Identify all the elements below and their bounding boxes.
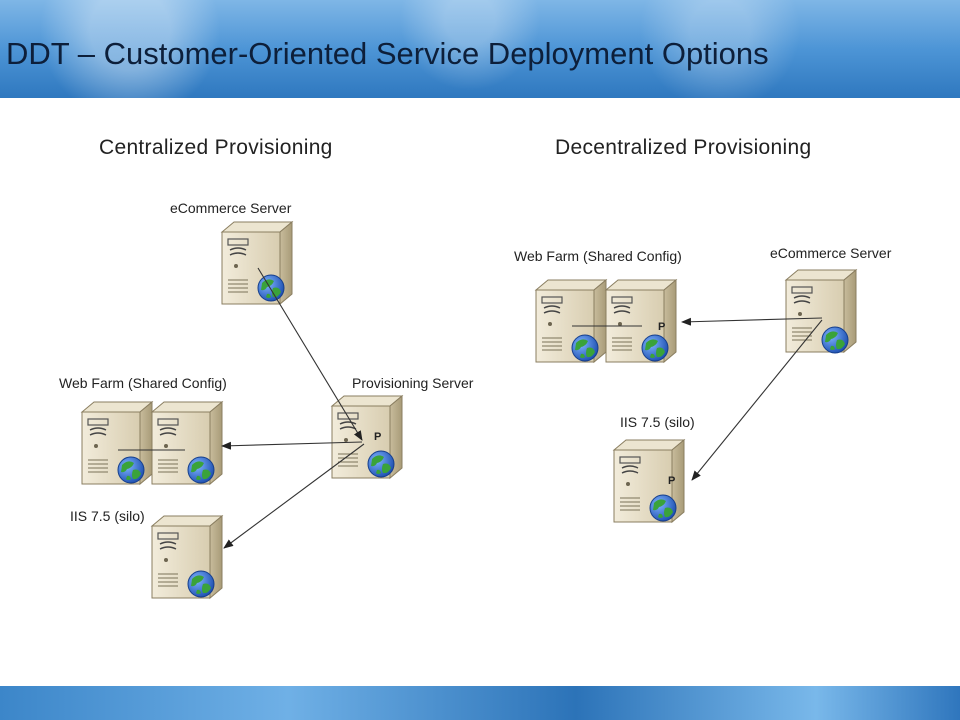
provisioning-badge: P	[374, 431, 381, 443]
decentralized-heading: Decentralized Provisioning	[555, 136, 812, 159]
c-iis-label: IIS 7.5 (silo)	[70, 508, 145, 524]
globe-icon	[117, 456, 145, 484]
webfarm-badge: P	[658, 321, 665, 333]
c-ecommerce-to-provisioning	[257, 267, 363, 441]
d-iis-server: P	[613, 439, 685, 523]
globe-icon	[571, 334, 599, 362]
d-ecommerce-to-iis	[691, 319, 823, 481]
c-provisioning-to-webfarm	[221, 441, 363, 450]
c-provisioning-server: P	[331, 395, 403, 479]
header-banner	[0, 0, 960, 98]
globe-icon	[257, 274, 285, 302]
slide-title: DDT – Customer-Oriented Service Deployme…	[6, 36, 769, 71]
iis-badge: P	[668, 475, 675, 487]
d-iis-label: IIS 7.5 (silo)	[620, 414, 695, 430]
c-provisioning-to-iis	[223, 443, 365, 549]
d-webfarm-servers: P	[535, 279, 677, 363]
c-ecommerce-server	[221, 221, 293, 305]
globe-icon	[187, 570, 215, 598]
c-webfarm-label: Web Farm (Shared Config)	[59, 375, 227, 391]
d-ecommerce-to-webfarm	[681, 317, 823, 326]
d-ecommerce-label: eCommerce Server	[770, 245, 892, 261]
c-ecommerce-label: eCommerce Server	[170, 200, 292, 216]
c-provisioning-label: Provisioning Server	[352, 375, 474, 391]
globe-icon	[821, 326, 849, 354]
c-iis-server	[151, 515, 223, 599]
d-webfarm-label: Web Farm (Shared Config)	[514, 248, 682, 264]
footer-banner	[0, 686, 960, 720]
globe-icon	[641, 334, 669, 362]
globe-icon	[187, 456, 215, 484]
globe-icon	[649, 494, 677, 522]
globe-icon	[367, 450, 395, 478]
d-ecommerce-server	[785, 269, 857, 354]
c-webfarm-servers	[81, 401, 223, 485]
centralized-heading: Centralized Provisioning	[99, 136, 333, 159]
